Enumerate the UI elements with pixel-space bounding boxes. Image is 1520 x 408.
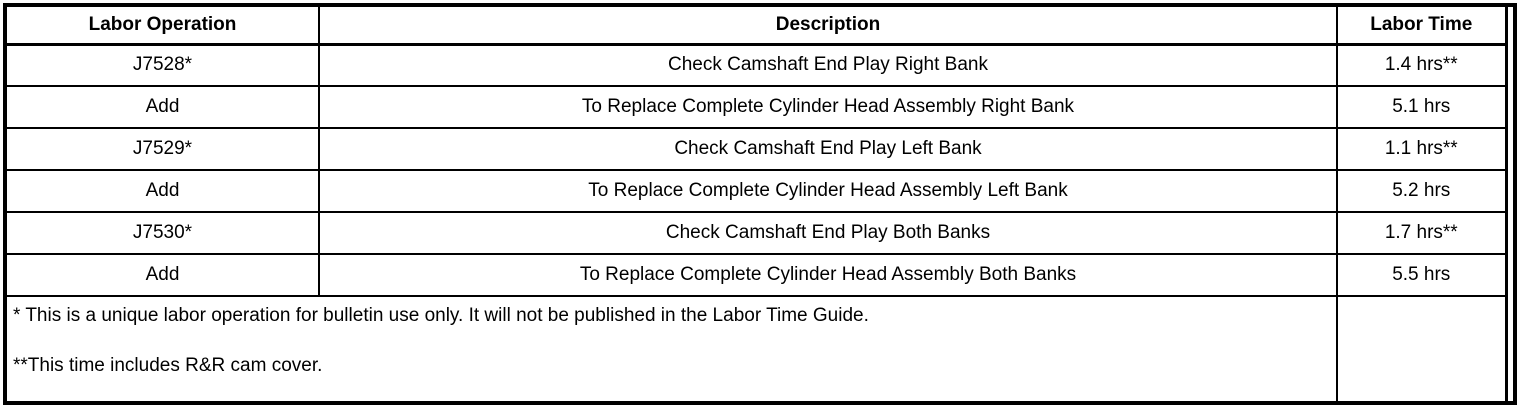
- labor-operation-cell: Add: [7, 253, 320, 297]
- labor-operation-cell: Add: [7, 169, 320, 213]
- table-body: J7528* Check Camshaft End Play Right Ban…: [7, 43, 1507, 297]
- labor-time-cell: 5.5 hrs: [1336, 253, 1507, 297]
- description-cell: Check Camshaft End Play Both Banks: [318, 211, 1338, 255]
- col-header-labor-time: Labor Time: [1336, 7, 1507, 46]
- col-header-description: Description: [318, 7, 1338, 46]
- labor-operation-cell: J7528*: [7, 43, 320, 87]
- table-outer-frame: Labor Operation Description Labor Time J…: [3, 3, 1517, 405]
- labor-time-cell: 5.2 hrs: [1336, 169, 1507, 213]
- table-row: J7530* Check Camshaft End Play Both Bank…: [7, 211, 1507, 255]
- labor-operation-cell: J7529*: [7, 127, 320, 171]
- table-row: J7528* Check Camshaft End Play Right Ban…: [7, 43, 1507, 87]
- description-cell: To Replace Complete Cylinder Head Assemb…: [318, 253, 1338, 297]
- table-row: Add To Replace Complete Cylinder Head As…: [7, 253, 1507, 297]
- labor-time-cell: 5.1 hrs: [1336, 85, 1507, 129]
- footnotes-empty-labor-time-cell: [1336, 295, 1507, 401]
- table-header-row: Labor Operation Description Labor Time: [7, 7, 1507, 46]
- labor-time-cell: 1.7 hrs**: [1336, 211, 1507, 255]
- footnotes-row: * This is a unique labor operation for b…: [7, 295, 1507, 401]
- labor-time-cell: 1.1 hrs**: [1336, 127, 1507, 171]
- labor-time-cell: 1.4 hrs**: [1336, 43, 1507, 87]
- description-cell: Check Camshaft End Play Left Bank: [318, 127, 1338, 171]
- labor-operation-cell: Add: [7, 85, 320, 129]
- description-cell: To Replace Complete Cylinder Head Assemb…: [318, 85, 1338, 129]
- table-row: Add To Replace Complete Cylinder Head As…: [7, 85, 1507, 129]
- labor-operation-cell: J7530*: [7, 211, 320, 255]
- footnote-unique-operation: * This is a unique labor operation for b…: [13, 305, 869, 326]
- footnotes-cell: * This is a unique labor operation for b…: [7, 295, 1338, 401]
- footnote-rr-cam-cover: **This time includes R&R cam cover.: [13, 354, 323, 376]
- description-cell: To Replace Complete Cylinder Head Assemb…: [318, 169, 1338, 213]
- col-header-labor-operation: Labor Operation: [7, 7, 320, 46]
- table-row: Add To Replace Complete Cylinder Head As…: [7, 169, 1507, 213]
- table-row: J7529* Check Camshaft End Play Left Bank…: [7, 127, 1507, 171]
- labor-time-table: Labor Operation Description Labor Time J…: [7, 7, 1508, 401]
- description-cell: Check Camshaft End Play Right Bank: [318, 43, 1338, 87]
